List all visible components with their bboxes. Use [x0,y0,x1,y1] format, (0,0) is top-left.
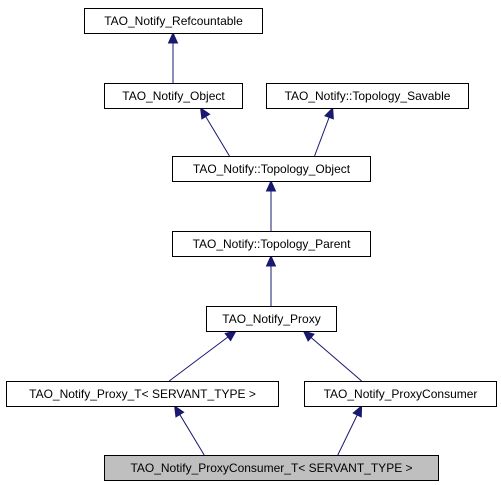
arrowhead-proxy_consumer_t-to-proxy_consumer [352,404,363,418]
arrowhead-topology_parent-to-topology_object [265,179,277,192]
class-node-proxy-consumer-t: TAO_Notify_ProxyConsumer_T< SERVANT_TYPE… [104,455,439,481]
class-label: TAO_Notify_ProxyConsumer [324,387,478,401]
class-node-proxy-t[interactable]: TAO_Notify_Proxy_T< SERVANT_TYPE > [6,381,279,407]
edges-layer [167,31,363,456]
arrowhead-proxy-to-topology_parent [265,254,277,267]
class-box [266,83,469,109]
arrowhead-topology_object-to-object [199,106,211,120]
class-box [172,156,371,182]
arrowhead-proxy_consumer_t-to-proxy_t [174,404,185,418]
class-node-refcountable[interactable]: TAO_Notify_Refcountable [84,8,263,34]
nodes-layer: TAO_Notify_RefcountableTAO_Notify_Object… [6,8,497,481]
arrowhead-proxy_t-to-proxy [224,330,237,342]
edge-proxy_consumer_t-to-proxy_t [179,414,205,456]
class-label: TAO_Notify::Topology_Object [193,162,351,176]
class-box [104,455,439,481]
class-node-proxy[interactable]: TAO_Notify_Proxy [206,306,337,332]
arrowhead-topology_object-to-topology_savable [324,106,334,120]
class-node-topology-parent[interactable]: TAO_Notify::Topology_Parent [172,231,371,257]
class-label: TAO_Notify::Topology_Parent [193,237,352,251]
class-box [84,8,263,34]
class-label: TAO_Notify_ProxyConsumer_T< SERVANT_TYPE… [130,461,412,475]
edge-proxy_consumer-to-proxy [310,337,362,382]
edge-proxy_consumer_t-to-proxy_consumer [337,414,358,456]
class-node-topology-savable[interactable]: TAO_Notify::Topology_Savable [266,83,469,109]
edge-topology_object-to-object [205,116,230,157]
class-box [304,381,497,407]
edge-topology_object-to-topology_savable [314,117,330,157]
class-box [172,231,371,257]
edge-proxy_t-to-proxy [168,336,229,382]
class-label: TAO_Notify::Topology_Savable [285,89,451,103]
class-box [206,306,337,332]
class-label: TAO_Notify_Proxy [222,312,320,326]
arrowhead-proxy_consumer-to-proxy [302,330,315,342]
arrowhead-object-to-refcountable [167,31,179,44]
class-box [6,381,279,407]
class-box [104,83,243,109]
class-node-proxy-consumer[interactable]: TAO_Notify_ProxyConsumer [304,381,497,407]
class-label: TAO_Notify_Refcountable [104,14,243,28]
class-node-topology-object[interactable]: TAO_Notify::Topology_Object [172,156,371,182]
class-label: TAO_Notify_Proxy_T< SERVANT_TYPE > [29,387,256,401]
class-label: TAO_Notify_Object [122,89,225,103]
class-node-object[interactable]: TAO_Notify_Object [104,83,243,109]
